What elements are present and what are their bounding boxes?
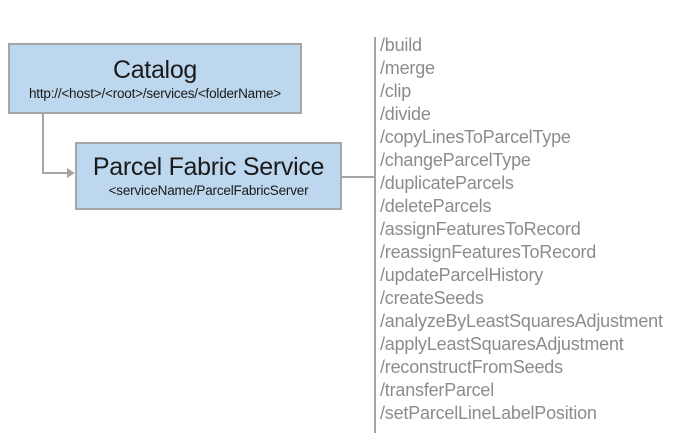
endpoint-item: /assignFeaturesToRecord bbox=[380, 219, 581, 239]
connector-service-horizontal bbox=[342, 176, 374, 178]
arrow-right-icon bbox=[67, 168, 75, 178]
endpoint-item: /setParcelLineLabelPosition bbox=[380, 403, 597, 423]
endpoint-item: /reconstructFromSeeds bbox=[380, 357, 563, 377]
endpoint-list: /build/merge/clip/divide/copyLinesToParc… bbox=[380, 34, 688, 425]
endpoint-item: /deleteParcels bbox=[380, 196, 492, 216]
endpoint-item: /build bbox=[380, 35, 422, 55]
service-title: Parcel Fabric Service bbox=[92, 153, 325, 181]
service-subtitle: <serviceName/ParcelFabricServer bbox=[108, 183, 309, 198]
endpoint-item: /clip bbox=[380, 81, 412, 101]
endpoint-item: /changeParcelType bbox=[380, 150, 531, 170]
catalog-node: Catalog http://<host>/<root>/services/<f… bbox=[8, 43, 302, 114]
endpoint-item: /applyLeastSquaresAdjustment bbox=[380, 334, 624, 354]
endpoint-item: /divide bbox=[380, 104, 431, 124]
catalog-subtitle: http://<host>/<root>/services/<folderNam… bbox=[29, 85, 281, 101]
connector-catalog-vertical bbox=[42, 114, 44, 174]
connector-catalog-horizontal bbox=[42, 172, 68, 174]
catalog-title: Catalog bbox=[112, 55, 198, 84]
endpoint-item: /merge bbox=[380, 58, 435, 78]
endpoint-item: /analyzeByLeastSquaresAdjustment bbox=[380, 311, 663, 331]
endpoint-divider-line bbox=[374, 37, 376, 433]
endpoint-item: /transferParcel bbox=[380, 380, 495, 400]
endpoint-item: /updateParcelHistory bbox=[380, 265, 544, 285]
service-node: Parcel Fabric Service <serviceName/Parce… bbox=[75, 142, 342, 210]
endpoint-item: /createSeeds bbox=[380, 288, 484, 308]
endpoint-item: /reassignFeaturesToRecord bbox=[380, 242, 597, 262]
endpoint-item: /copyLinesToParcelType bbox=[380, 127, 571, 147]
endpoint-item: /duplicateParcels bbox=[380, 173, 514, 193]
